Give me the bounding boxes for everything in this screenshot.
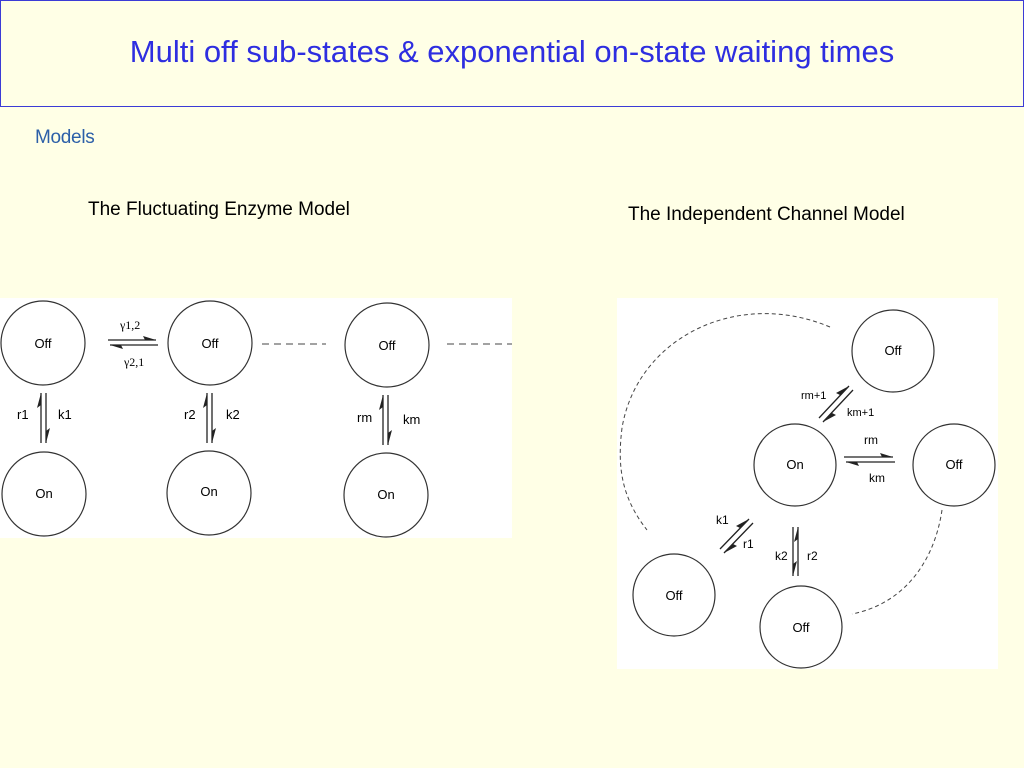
independent-model-caption: The Independent Channel Model <box>628 204 905 225</box>
fluctuating-model-caption: The Fluctuating Enzyme Model <box>88 199 350 220</box>
off-state-m: Off <box>344 302 430 388</box>
rate-r-m: rm <box>357 410 372 425</box>
dashed-arc-right <box>851 509 943 615</box>
fluctuating-enzyme-svg: Off Off Off On On On γ1,2 <box>0 300 512 538</box>
off-state-bottom: Off <box>759 585 843 669</box>
on-state-1-label: On <box>35 486 52 501</box>
fluctuating-enzyme-diagram: Off Off Off On On On γ1,2 <box>0 298 512 538</box>
off-state-right: Off <box>912 423 996 507</box>
arrows-bottom-left-pair <box>719 518 754 554</box>
center-on-state: On <box>753 423 837 507</box>
on-state-1: On <box>1 451 87 537</box>
independent-channel-diagram: On Off Off Off Off rm+1 km+1 <box>617 298 998 669</box>
off-state-m-label: Off <box>378 338 395 353</box>
on-state-m: On <box>343 452 429 538</box>
rate-r-1: r1 <box>17 407 29 422</box>
off-state-1: Off <box>0 300 86 386</box>
rate-r-bottom-left: r1 <box>743 537 754 551</box>
independent-channel-svg: On Off Off Off Off rm+1 km+1 <box>619 309 996 669</box>
gamma-transition-arrows <box>108 336 158 349</box>
title-box: Multi off sub-states & exponential on-st… <box>0 0 1024 107</box>
rate-k-top: km+1 <box>847 407 874 419</box>
rate-k-right: km <box>869 471 885 485</box>
slide-title: Multi off sub-states & exponential on-st… <box>129 33 895 69</box>
gamma-bottom-label: γ2,1 <box>123 355 144 369</box>
rate-k-2: k2 <box>226 407 240 422</box>
off-state-bottom-left: Off <box>632 553 716 637</box>
off-state-1-label: Off <box>34 336 51 351</box>
on-state-2-label: On <box>200 484 217 499</box>
on-state-m-label: On <box>377 487 394 502</box>
rate-r-top: rm+1 <box>801 390 826 402</box>
center-on-label: On <box>786 457 803 472</box>
off-state-2-label: Off <box>201 336 218 351</box>
gamma-top-label: γ1,2 <box>119 318 140 332</box>
off-state-2: Off <box>167 300 253 386</box>
dashed-arc-left <box>619 313 831 531</box>
off-bottom-label: Off <box>792 620 809 635</box>
off-right-label: Off <box>945 457 962 472</box>
rate-r-bottom: r2 <box>807 549 818 563</box>
arrows-bottom-pair <box>792 527 799 576</box>
vertical-arrows-1 <box>37 393 50 443</box>
rate-r-2: r2 <box>184 407 196 422</box>
off-top-label: Off <box>884 343 901 358</box>
rate-k-bottom-left: k1 <box>716 513 729 527</box>
on-state-2: On <box>166 450 252 536</box>
off-bottom-left-label: Off <box>665 588 682 603</box>
off-state-top: Off <box>851 309 935 393</box>
rate-k-bottom: k2 <box>775 549 788 563</box>
arrows-top-pair <box>818 385 854 423</box>
rate-r-right: rm <box>864 433 878 447</box>
vertical-arrows-2 <box>203 393 216 443</box>
section-label: Models <box>35 127 95 148</box>
rate-k-m: km <box>403 412 420 427</box>
arrows-right-pair <box>844 453 895 466</box>
vertical-arrows-m <box>379 395 392 445</box>
rate-k-1: k1 <box>58 407 72 422</box>
